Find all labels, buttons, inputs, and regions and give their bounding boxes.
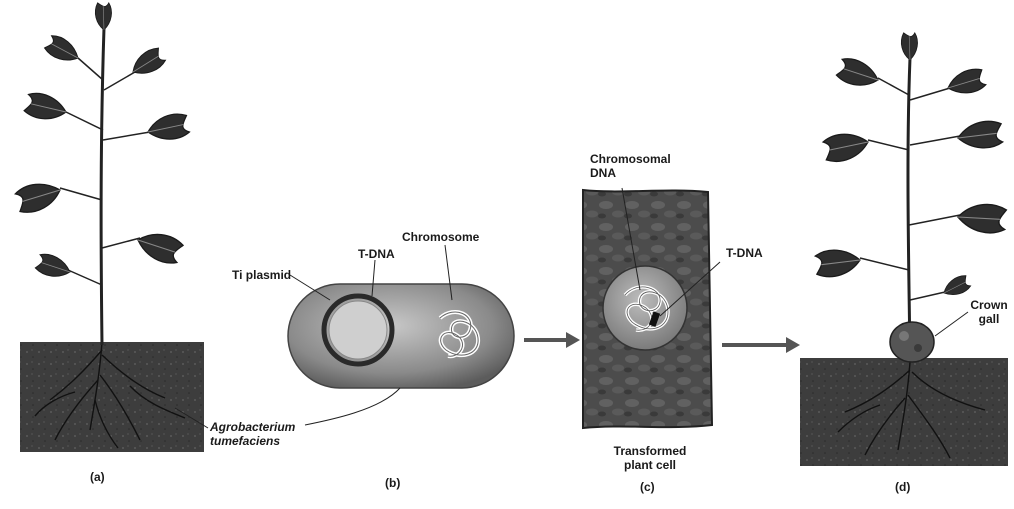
stem-d [908,58,910,360]
panel-label-b: (b) [385,476,400,490]
label-ti-plasmid: Ti plasmid [232,268,291,282]
arrow-b-to-c [524,332,580,348]
stem-a [101,28,104,345]
arrow-c-to-d [722,337,800,353]
label-t-dna-c: T-DNA [726,246,763,260]
bacterium-body [288,284,514,388]
crown-gall [890,322,934,362]
soil-a [20,342,204,452]
panel-label-c: (c) [640,480,655,494]
label-chromosomal-2: DNA [590,166,616,180]
label-transformed-2: plant cell [600,458,700,472]
leader-line-gall [935,312,968,336]
panel-label-a: (a) [90,470,105,484]
panel-d-plant [800,33,1008,466]
label-crown-1: Crown [966,298,1012,312]
label-crown-2: gall [966,312,1012,326]
label-agrobacterium-2: tumefaciens [210,434,280,448]
panel-b-bacterium [288,245,514,425]
label-chromosomal-1: Chromosomal [590,152,671,166]
label-chromosome: Chromosome [402,230,479,244]
panel-label-d: (d) [895,480,910,494]
label-agrobacterium-1: Agrobacterium [210,420,295,434]
panel-c-cell [583,188,720,428]
label-t-dna-b: T-DNA [358,247,395,261]
label-transformed-1: Transformed [600,444,700,458]
panel-a-plant [14,3,204,452]
